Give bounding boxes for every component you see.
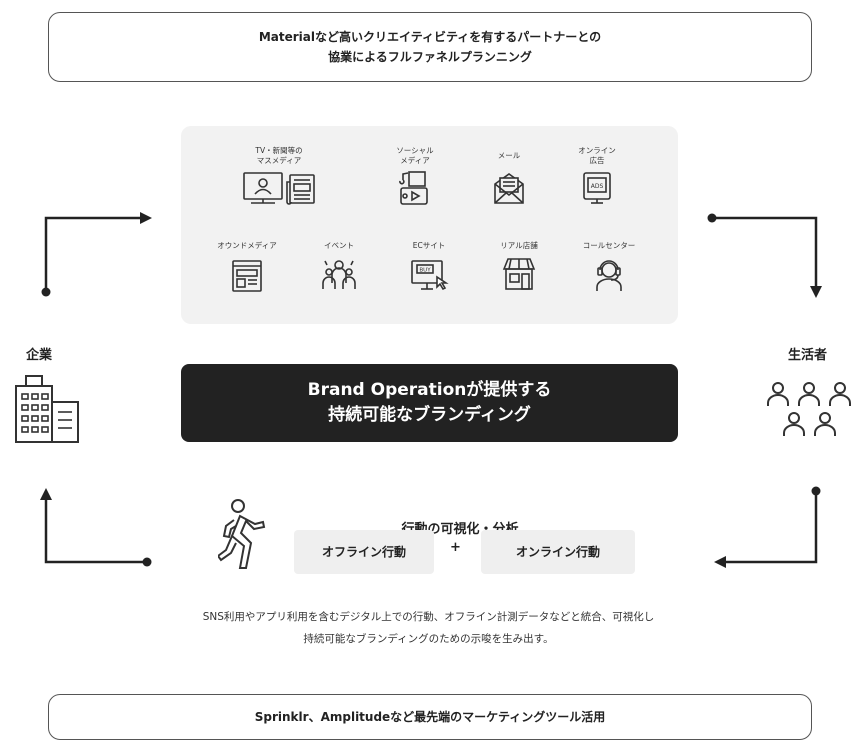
channel-label: メール [497, 151, 521, 160]
channel-label: オウンドメディア [217, 241, 277, 250]
arrow-dot [707, 213, 717, 223]
svg-text:ADS: ADS [591, 183, 604, 190]
channel-label: マスメディア [256, 156, 302, 165]
marketing-tools-box: Sprinklr、Amplitudeなど最先端のマーケティングツール活用 [48, 694, 812, 740]
channel-label: リアル店舗 [500, 241, 538, 250]
ec-site-icon: BUY [411, 260, 449, 291]
arrow-dot [142, 557, 152, 567]
brand-operation-line1: Brand Operationが提供する [307, 380, 552, 400]
social-media-icon [399, 171, 428, 205]
arrow-head [40, 488, 52, 500]
svg-text:BUY: BUY [419, 268, 431, 274]
channel-label: TV・新聞等の [255, 146, 303, 155]
channel-store: リアル店舗 [471, 241, 567, 293]
online-behavior-pill: オンライン行動 [481, 530, 635, 574]
company-label: 企業 [26, 348, 53, 363]
arrow-head [140, 212, 152, 224]
mail-icon [494, 173, 524, 204]
description-line2: 持続可能なブランディングのための示唆を生み出す。 [303, 633, 554, 645]
building-icon [15, 375, 79, 443]
online-ad-icon: ADS [583, 172, 611, 204]
partner-planning-line1: Materialなど高いクリエイティビティを有するパートナーとの [258, 30, 602, 44]
channel-mail: メール [461, 146, 557, 206]
channel-social-media: ソーシャル メディア [367, 146, 463, 206]
marketing-tools-text: Sprinklr、Amplitudeなど最先端のマーケティングツール活用 [254, 710, 606, 724]
offline-behavior-pill: オフライン行動 [294, 530, 434, 574]
channel-panel: TV・新聞等の マスメディア ソーシャル メディア メール [181, 126, 678, 324]
channel-label: ソーシャル [396, 146, 434, 155]
channel-ec-site: ECサイト BUY [381, 241, 477, 293]
channel-event: イベント [291, 241, 387, 293]
arrow-head [714, 556, 726, 568]
arrow-head [810, 286, 822, 298]
plus-sign: + [450, 540, 461, 555]
brand-operation-line2: 持続可能なブランディング [328, 405, 531, 425]
channel-label: コールセンター [582, 241, 636, 250]
event-icon [322, 260, 356, 289]
arrow-consumers-to-analysis [726, 491, 818, 564]
partner-planning-box: Materialなど高いクリエイティビティを有するパートナーとの 協業によるフル… [48, 12, 812, 82]
partner-planning-line2: 協業によるフルファネルプランニング [328, 50, 532, 64]
call-center-icon [596, 260, 622, 291]
consumers-icon [767, 382, 851, 436]
arrow-channels-to-consumers [712, 216, 818, 286]
arrow-dot [811, 486, 821, 496]
arrow-analysis-to-company [44, 500, 147, 564]
arrow-dot [41, 287, 51, 297]
channel-label: メディア [400, 156, 430, 165]
consumer-label: 生活者 [788, 348, 828, 363]
channel-owned-media: オウンドメディア [199, 241, 295, 293]
channel-call-center: コールセンター [561, 241, 657, 293]
channel-mass-media: TV・新聞等の マスメディア [231, 146, 327, 206]
owned-media-icon [232, 260, 262, 292]
channel-online-ad: オンライン 広告 ADS [549, 146, 645, 206]
description-line1: SNS利用やアプリ利用を含むデジタル上での行動、オフライン計測データなどと統合、… [202, 611, 655, 623]
walking-person-icon [218, 499, 266, 569]
channel-label: イベント [324, 241, 354, 250]
mass-media-icon [243, 172, 315, 205]
arrow-company-to-channels [44, 216, 140, 290]
channel-label: オンライン [578, 146, 616, 155]
brand-operation-box: Brand Operationが提供する 持続可能なブランディング [181, 364, 678, 442]
channel-label: ECサイト [412, 241, 446, 250]
analysis-description: SNS利用やアプリ利用を含むデジタル上での行動、オフライン計測データなどと統合、… [60, 606, 797, 650]
store-icon [502, 258, 536, 290]
channel-label: 広告 [589, 156, 605, 165]
